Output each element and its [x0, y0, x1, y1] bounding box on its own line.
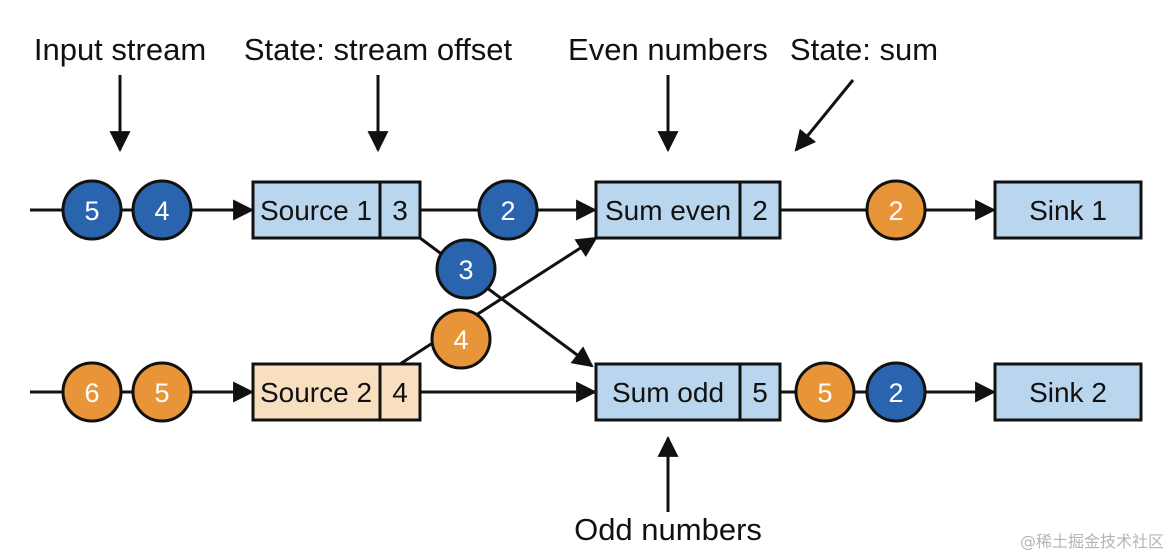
token-source1-to-even: 2 — [477, 179, 539, 241]
node-state: 3 — [392, 195, 408, 226]
token-circle — [477, 179, 539, 241]
token-circle — [865, 179, 927, 241]
node-label: Sum odd — [612, 377, 724, 408]
label-state-offset: State: stream offset — [244, 32, 513, 67]
token-value: 5 — [84, 196, 99, 226]
label-even-numbers: Even numbers — [568, 32, 768, 67]
label-odd-numbers: Odd numbers — [574, 512, 762, 547]
token-input2-a: 6 — [61, 361, 123, 423]
node-sink2: Sink 2 — [993, 362, 1143, 422]
token-input1-a: 5 — [61, 179, 123, 241]
node-state: 5 — [752, 377, 768, 408]
node-label: Source 1 — [260, 195, 372, 226]
node-sum-odd: Sum odd 5 — [594, 362, 782, 422]
node-state: 4 — [392, 377, 408, 408]
token-value: 6 — [84, 378, 99, 408]
arrow-state-sum — [794, 79, 855, 152]
node-state: 2 — [752, 195, 768, 226]
token-value: 2 — [888, 196, 903, 226]
node-box — [594, 180, 782, 240]
token-input1-b: 4 — [131, 179, 193, 241]
token-even-to-sink1: 2 — [865, 179, 927, 241]
token-value: 3 — [458, 255, 473, 285]
token-circle — [865, 361, 927, 423]
token-odd-to-sink2-a: 5 — [794, 361, 856, 423]
token-circle — [131, 179, 193, 241]
token-value: 5 — [154, 378, 169, 408]
node-source2: Source 2 4 — [251, 362, 422, 422]
token-value: 4 — [453, 325, 468, 355]
node-label: Sum even — [605, 195, 731, 226]
token-circle — [435, 238, 497, 300]
node-sink1: Sink 1 — [993, 180, 1143, 240]
annotation-arrows — [109, 75, 855, 512]
node-sum-even: Sum even 2 — [594, 180, 782, 240]
node-label: Source 2 — [260, 377, 372, 408]
token-circle — [61, 179, 123, 241]
node-box — [594, 362, 782, 422]
node-source1: Source 1 3 — [251, 180, 422, 240]
node-box — [251, 180, 422, 240]
token-circle — [61, 361, 123, 423]
token-source2-to-even: 4 — [430, 308, 492, 370]
node-label: Sink 2 — [1029, 377, 1107, 408]
node-box — [993, 180, 1143, 240]
token-input2-b: 5 — [131, 361, 193, 423]
token-value: 5 — [817, 378, 832, 408]
token-source1-to-odd: 3 — [435, 238, 497, 300]
label-state-sum: State: sum — [790, 32, 938, 67]
token-odd-to-sink2-b: 2 — [865, 361, 927, 423]
token-circle — [430, 308, 492, 370]
token-value: 4 — [154, 196, 169, 226]
watermark: @稀土掘金技术社区 — [1019, 532, 1164, 551]
token-circle — [131, 361, 193, 423]
token-circle — [794, 361, 856, 423]
flow-source2-to-sum-even — [399, 236, 598, 366]
node-label: Sink 1 — [1029, 195, 1107, 226]
token-value: 2 — [888, 378, 903, 408]
token-value: 2 — [500, 196, 515, 226]
node-box — [251, 362, 422, 422]
label-input-stream: Input stream — [34, 32, 206, 67]
node-box — [993, 362, 1143, 422]
